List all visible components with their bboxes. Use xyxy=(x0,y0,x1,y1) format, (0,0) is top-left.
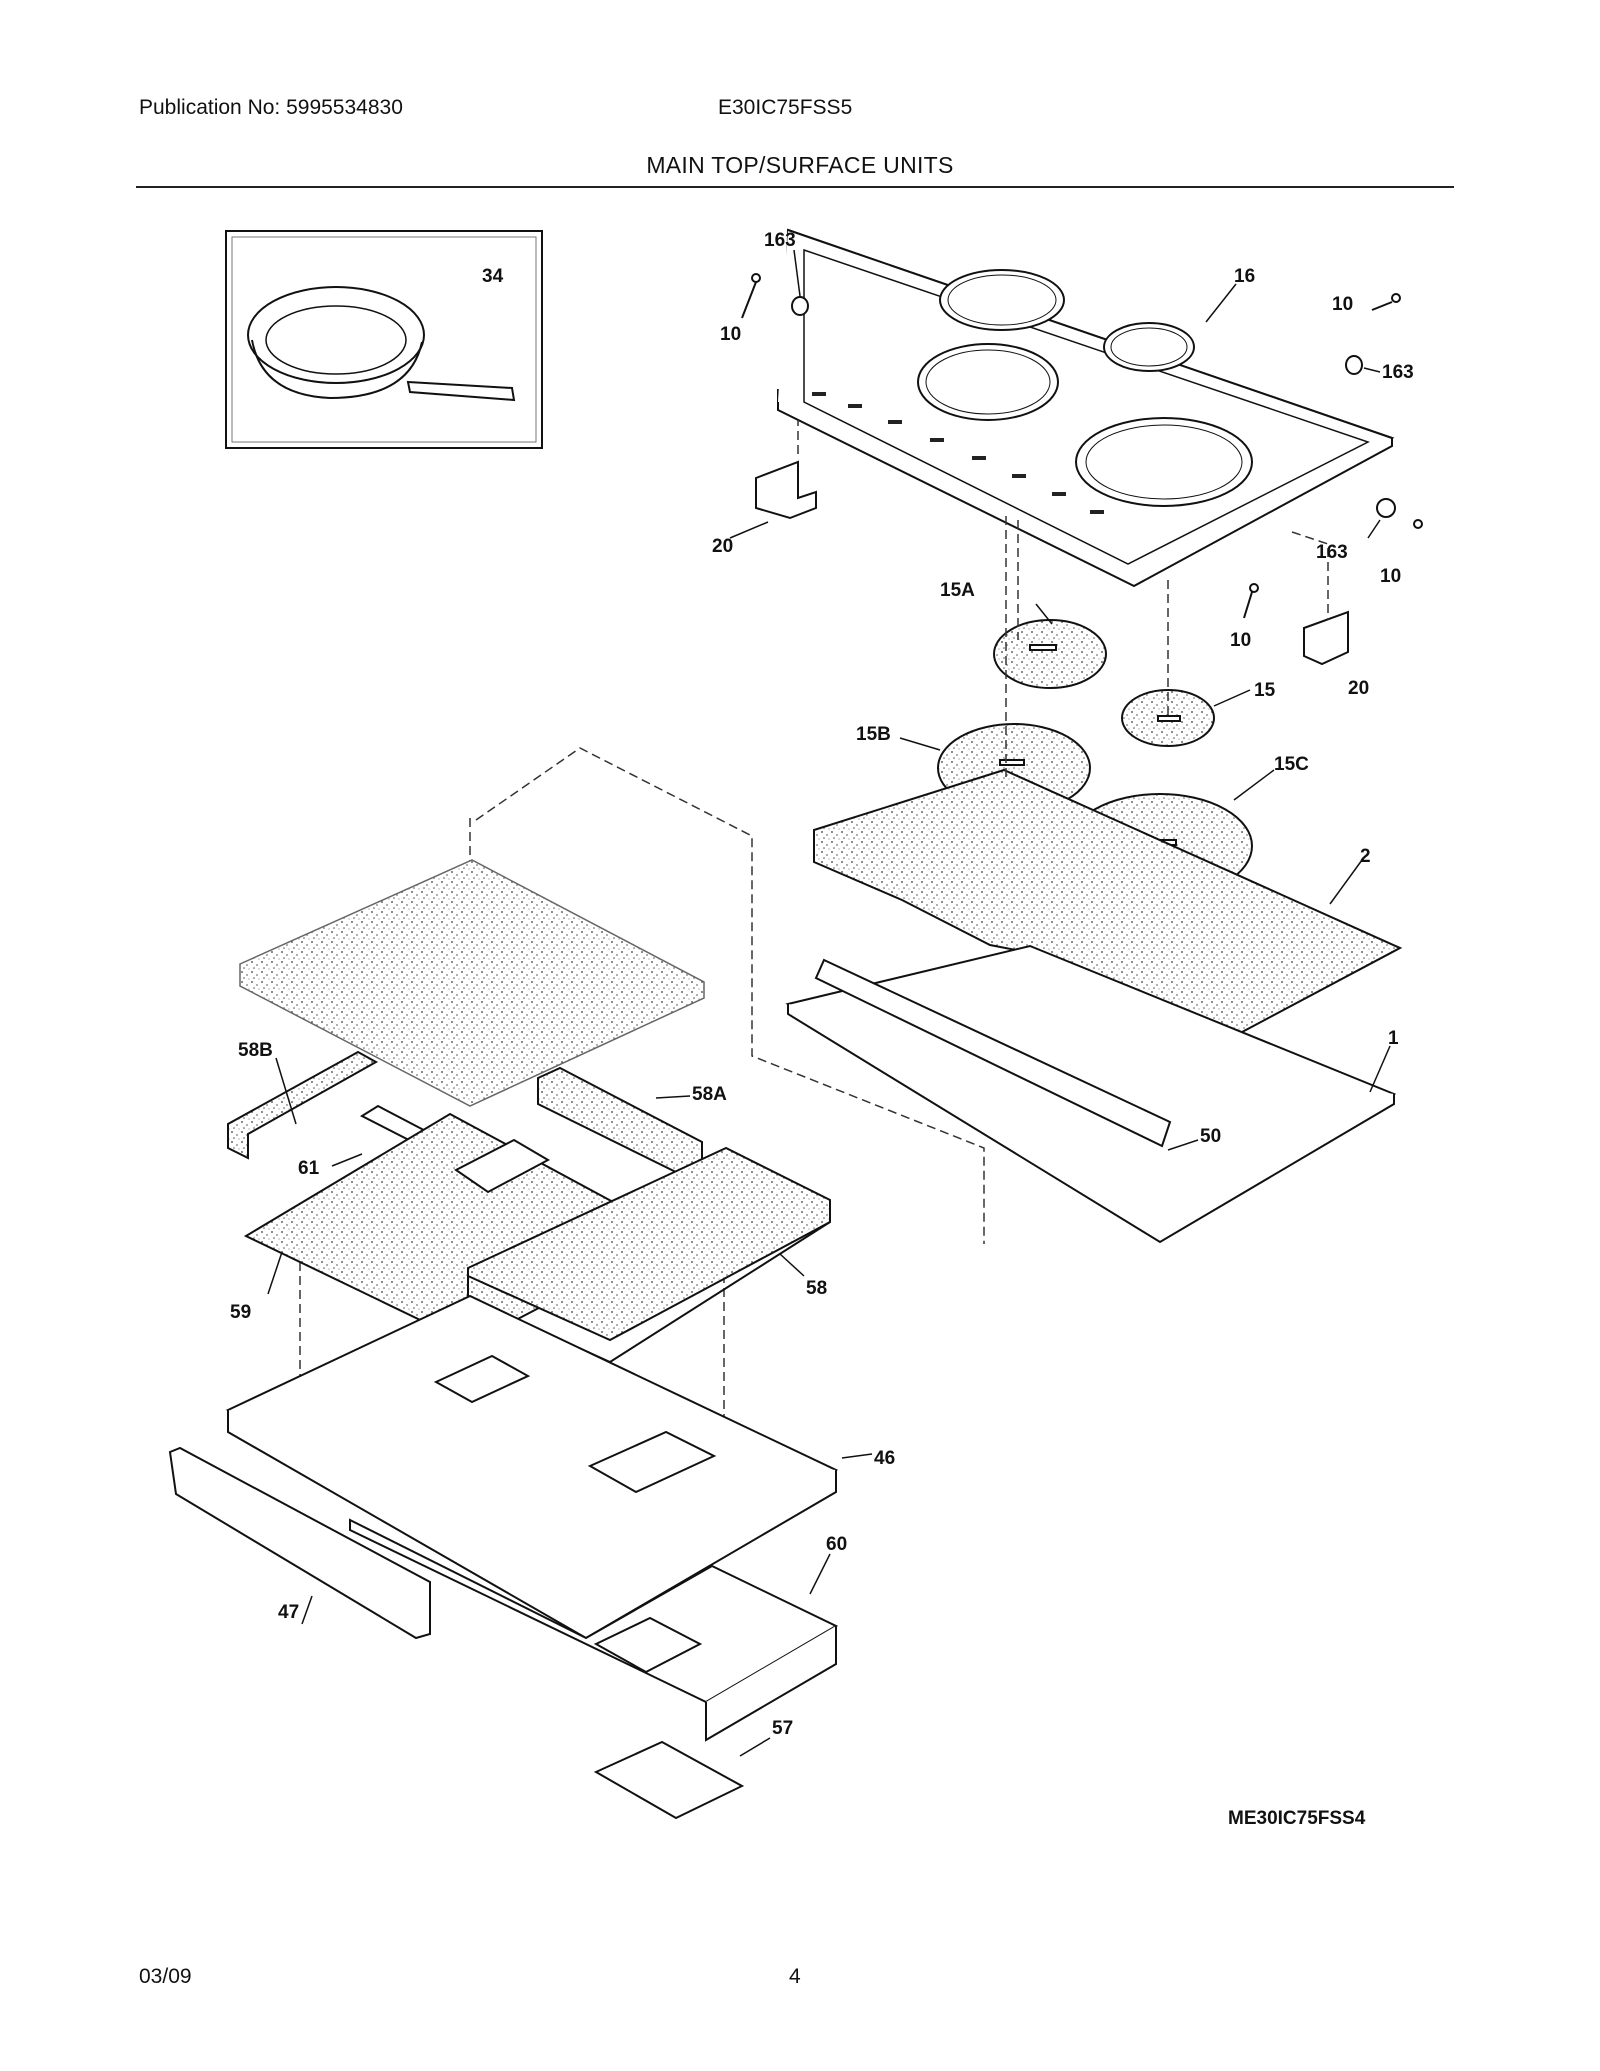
model-number: E30IC75FSS5 xyxy=(718,96,853,119)
callout-10: 10 xyxy=(720,324,741,345)
access-cover xyxy=(593,1740,745,1820)
callout-46: 46 xyxy=(874,1448,895,1469)
callout-2: 2 xyxy=(1360,846,1371,867)
callout-1: 1 xyxy=(1388,1028,1399,1049)
tray xyxy=(225,1294,839,1640)
callout-58B: 58B xyxy=(238,1040,273,1061)
trim-rail xyxy=(168,1446,431,1640)
section-title: MAIN TOP/SURFACE UNITS xyxy=(646,152,954,178)
callout-58: 58 xyxy=(806,1278,827,1299)
callout-20: 20 xyxy=(712,536,733,557)
revision-date: 03/09 xyxy=(139,1965,192,1988)
callout-16: 16 xyxy=(1234,266,1255,287)
callout-15A: 15A xyxy=(940,580,975,601)
callout-163: 163 xyxy=(1382,362,1414,383)
control-panel-markings xyxy=(812,392,1104,514)
callout-20: 20 xyxy=(1348,678,1369,699)
callout-163: 163 xyxy=(764,230,796,251)
callout-57: 57 xyxy=(772,1718,793,1739)
callout-50: 50 xyxy=(1200,1126,1221,1147)
pan-inset xyxy=(225,230,543,449)
glass-cooktop xyxy=(777,228,1395,588)
callout-15B: 15B xyxy=(856,724,891,745)
publication-number: Publication No: 5995534830 xyxy=(139,96,403,119)
callout-15C: 15C xyxy=(1274,754,1309,775)
header-rule xyxy=(136,186,1454,188)
fasteners xyxy=(741,273,1423,619)
base-panel xyxy=(785,944,1397,1244)
diagram-code: ME30IC75FSS4 xyxy=(1228,1808,1366,1829)
page-number: 4 xyxy=(789,1965,801,1988)
foam-insert xyxy=(239,859,705,1107)
callout-10: 10 xyxy=(1230,630,1251,651)
callout-34: 34 xyxy=(482,266,504,287)
callout-61: 61 xyxy=(298,1158,320,1179)
callout-60: 60 xyxy=(826,1534,847,1555)
callout-10: 10 xyxy=(1332,294,1353,315)
callout-15: 15 xyxy=(1254,680,1276,701)
callout-163: 163 xyxy=(1316,542,1348,563)
callout-leaders xyxy=(267,249,1391,1757)
callout-47: 47 xyxy=(278,1602,299,1623)
callout-58A: 58A xyxy=(692,1084,727,1105)
electrical-box xyxy=(349,1518,839,1742)
brackets xyxy=(755,460,1349,666)
callout-10: 10 xyxy=(1380,566,1401,587)
bottom-pads xyxy=(243,1112,831,1364)
callout-59: 59 xyxy=(230,1302,251,1323)
